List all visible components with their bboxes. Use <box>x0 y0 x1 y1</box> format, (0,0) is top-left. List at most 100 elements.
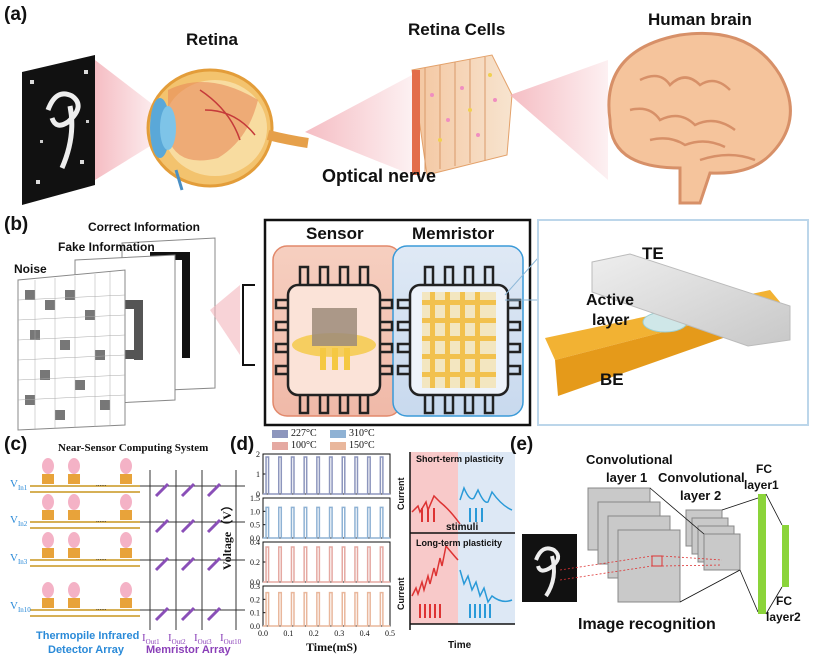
vin2-label: VIn2 <box>10 514 28 529</box>
light-beam-3 <box>510 60 608 180</box>
current-label-1: Current <box>396 477 406 510</box>
iout1-label: IOut1 <box>142 632 160 647</box>
voltage-ylabel: Voltage（V） <box>220 499 234 570</box>
fc-layer-2-bar <box>782 525 789 587</box>
memristor-grid <box>140 470 245 630</box>
x-tick-label: 0.3 <box>334 629 344 638</box>
pulse-series-3 <box>263 591 390 627</box>
current-label-2: Current <box>396 577 406 610</box>
y-tick-label: 0.3 <box>250 582 260 591</box>
iout2-label: IOut2 <box>168 632 186 647</box>
retina-label: Retina <box>186 30 238 49</box>
legend-entry: 150°C <box>330 440 375 451</box>
dots-row-1: ...... <box>96 480 107 488</box>
plasticity-panel <box>409 452 515 630</box>
y-tick-label: 1.0 <box>250 507 260 516</box>
panel-e-tag: (e) <box>510 434 534 455</box>
noise-grid-stack <box>17 237 216 431</box>
conv2-label-2: layer 2 <box>680 488 722 503</box>
retina-cells-label: Retina Cells <box>408 20 506 39</box>
panel-c-tag: (c) <box>4 434 28 455</box>
te-label: TE <box>642 244 664 263</box>
memristor-label: Memristor <box>412 224 495 243</box>
crossbar-array <box>422 292 496 388</box>
dots-row-10: ...... <box>96 604 107 612</box>
short-term-label: Short-term plasticity <box>416 454 504 464</box>
legend-label: 100°C <box>291 440 317 451</box>
eye-illustration <box>146 68 309 191</box>
legend-swatch <box>272 429 288 438</box>
conv1-label-1: Convolutional <box>586 452 673 467</box>
legend-label: 227°C <box>291 428 317 439</box>
short-term-blue-curve <box>459 485 513 511</box>
x-tick-label: 0.2 <box>309 629 319 638</box>
thermopile-array <box>30 458 140 617</box>
panel-d-tag: (d) <box>230 434 255 455</box>
active-label-1: Active <box>586 292 635 309</box>
short-term-red-curve <box>411 494 461 525</box>
y-tick-label: 0.2 <box>250 595 260 604</box>
beam-b <box>210 285 240 355</box>
fc2-label-1: FC <box>776 594 792 608</box>
be-label: BE <box>600 370 624 389</box>
thermopile-device <box>292 308 376 370</box>
proj-line-2 <box>679 569 741 603</box>
digit-image-a <box>22 55 95 205</box>
image-recognition-label: Image recognition <box>578 616 716 633</box>
light-beam-1 <box>95 60 160 180</box>
optical-nerve-label: Optical nerve <box>322 166 437 186</box>
proj-line-1 <box>649 487 705 535</box>
legend-swatch <box>330 441 346 450</box>
long-term-red-curve <box>411 544 459 597</box>
fc-layer-1-bar <box>758 494 766 614</box>
y-tick-label: 0.0 <box>250 534 260 543</box>
legend-label: 310°C <box>349 428 375 439</box>
panel-b <box>17 218 809 431</box>
y-tick-label: 0.1 <box>250 609 260 618</box>
thermopile-label-1: Thermopile Infrared <box>36 630 140 642</box>
active-label-2: layer <box>592 312 630 329</box>
panel-a-tag: (a) <box>4 4 28 25</box>
bracket <box>242 284 255 366</box>
thermopile-label-2: Detector Array <box>48 644 125 656</box>
iout3-label: IOut3 <box>194 632 212 647</box>
fc2-label-2: layer2 <box>766 610 801 624</box>
x-tick-label: 0.0 <box>258 629 268 638</box>
conv1-label-2: layer 1 <box>606 470 648 485</box>
fake-information-label: Fake Information <box>58 240 155 254</box>
subplot-frame <box>262 541 391 583</box>
correct-information-label: Correct Information <box>88 220 201 234</box>
legend-swatch <box>272 441 288 450</box>
pulse-series-0 <box>263 456 390 495</box>
panel-e <box>522 487 789 615</box>
legend-entry: 100°C <box>272 440 317 451</box>
panel-b-tag: (b) <box>4 214 29 235</box>
y-tick-label: 2 <box>256 450 260 459</box>
y-tick-label: 0.0 <box>250 622 260 631</box>
fc1-label-1: FC <box>756 462 772 476</box>
legend-label: 150°C <box>349 440 375 451</box>
human-brain-label: Human brain <box>648 10 752 29</box>
pulse-series-1 <box>263 506 390 539</box>
y-tick-label: 1.5 <box>250 494 260 503</box>
device-3d <box>545 253 791 396</box>
legend-entry: 227°C <box>272 428 317 439</box>
x-tick-label: 0.4 <box>360 629 370 638</box>
memristor-array-label: Memristor Array <box>146 644 231 656</box>
near-sensor-title: Near-Sensor Computing System <box>58 442 209 454</box>
panel-c <box>30 458 245 630</box>
y-tick-label: 0.2 <box>250 558 260 567</box>
subplot-frame <box>262 453 391 495</box>
conv-layer-2-stack <box>685 509 741 571</box>
x-tick-label: 0.1 <box>283 629 293 638</box>
retina-cells-illustration <box>411 54 513 176</box>
x-tick-label: 0.5 <box>385 629 395 638</box>
panel-a <box>22 31 792 205</box>
subplot-frame <box>262 497 391 539</box>
zoom-line-1 <box>504 257 539 296</box>
brain-illustration <box>607 31 792 205</box>
time-label: Time <box>448 640 472 651</box>
iout10-label: IOut10 <box>220 632 242 647</box>
